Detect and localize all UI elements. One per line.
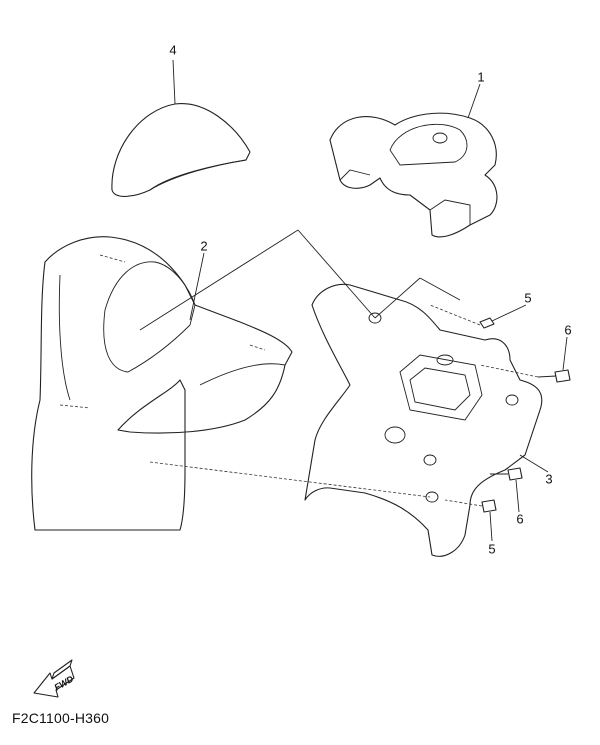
callout-4: 4 (169, 42, 177, 58)
drawing-code: F2C1100-H360 (12, 710, 110, 726)
callout-1: 1 (477, 69, 485, 85)
screw-5-lower (444, 499, 497, 542)
callout-3: 3 (545, 471, 553, 487)
screw-6-upper (479, 336, 571, 383)
callout-2: 2 (200, 238, 208, 254)
screw-5-upper (429, 304, 527, 329)
screw-6-lower (490, 467, 523, 513)
callout-5-lower: 5 (488, 541, 496, 557)
part-2-front-cover (31, 236, 293, 531)
part-4-visor (111, 59, 251, 197)
assembly-lines (139, 229, 461, 498)
callout-5-upper: 5 (524, 290, 532, 306)
callout-6-upper: 6 (564, 322, 572, 338)
fwd-arrow-icon: FWD (33, 659, 76, 698)
callout-6-lower: 6 (516, 511, 524, 527)
part-1-handle-cover (329, 83, 498, 238)
part-3-inner-panel (304, 283, 549, 557)
